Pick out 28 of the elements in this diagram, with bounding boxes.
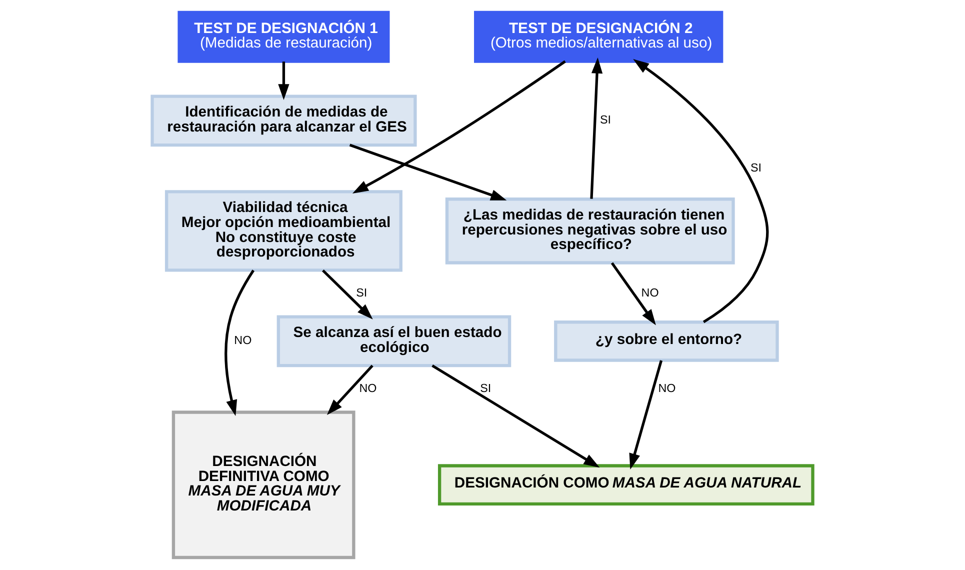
arrow — [278, 62, 290, 100]
edge-label: NO — [641, 286, 659, 300]
node-box: Viabilidad técnica Mejor opción medioambiental No constituye coste desproporcionados — [164, 190, 402, 272]
edge-label: SI — [356, 286, 368, 300]
arrow — [633, 59, 769, 324]
node-box: DESIGNACIÓN DEFINITIVA COMO MASA DE AGUA MUY MODIFICADA — [172, 410, 356, 560]
edge-label: NO — [234, 334, 252, 348]
edge-label: NO — [658, 382, 676, 395]
node-box: TEST DE DESIGNACIÓN 1 (Medidas de restauración) — [178, 10, 390, 63]
arrow — [352, 60, 566, 194]
arrow — [610, 262, 656, 326]
node-box: DESIGNACIÓN COMO MASA DE AGUA NATURAL — [438, 464, 814, 506]
edge-label: SI — [600, 114, 611, 127]
arrow — [432, 364, 600, 468]
arrow — [322, 269, 373, 320]
edge-label: NO — [359, 382, 377, 395]
node-box: Se alcanza así el buen estado ecológico — [276, 315, 512, 368]
edge-label: SI — [750, 161, 762, 174]
node-box: Identificación de medidas de restauración para alcanzar el GES — [150, 94, 417, 147]
node-box: ¿Las medidas de restauración tienen repercusiones negativas sobre el uso específico? — [445, 198, 735, 264]
node-box: ¿y sobre el entorno? — [554, 320, 779, 362]
arrow — [326, 364, 374, 416]
arrow — [590, 57, 603, 199]
arrow — [629, 360, 663, 470]
arrow — [224, 270, 255, 416]
edge-label: SI — [480, 382, 492, 395]
node-box: TEST DE DESIGNACIÓN 2 (Otros medios/alternativas al uso) — [474, 10, 724, 63]
arrow — [349, 144, 507, 200]
